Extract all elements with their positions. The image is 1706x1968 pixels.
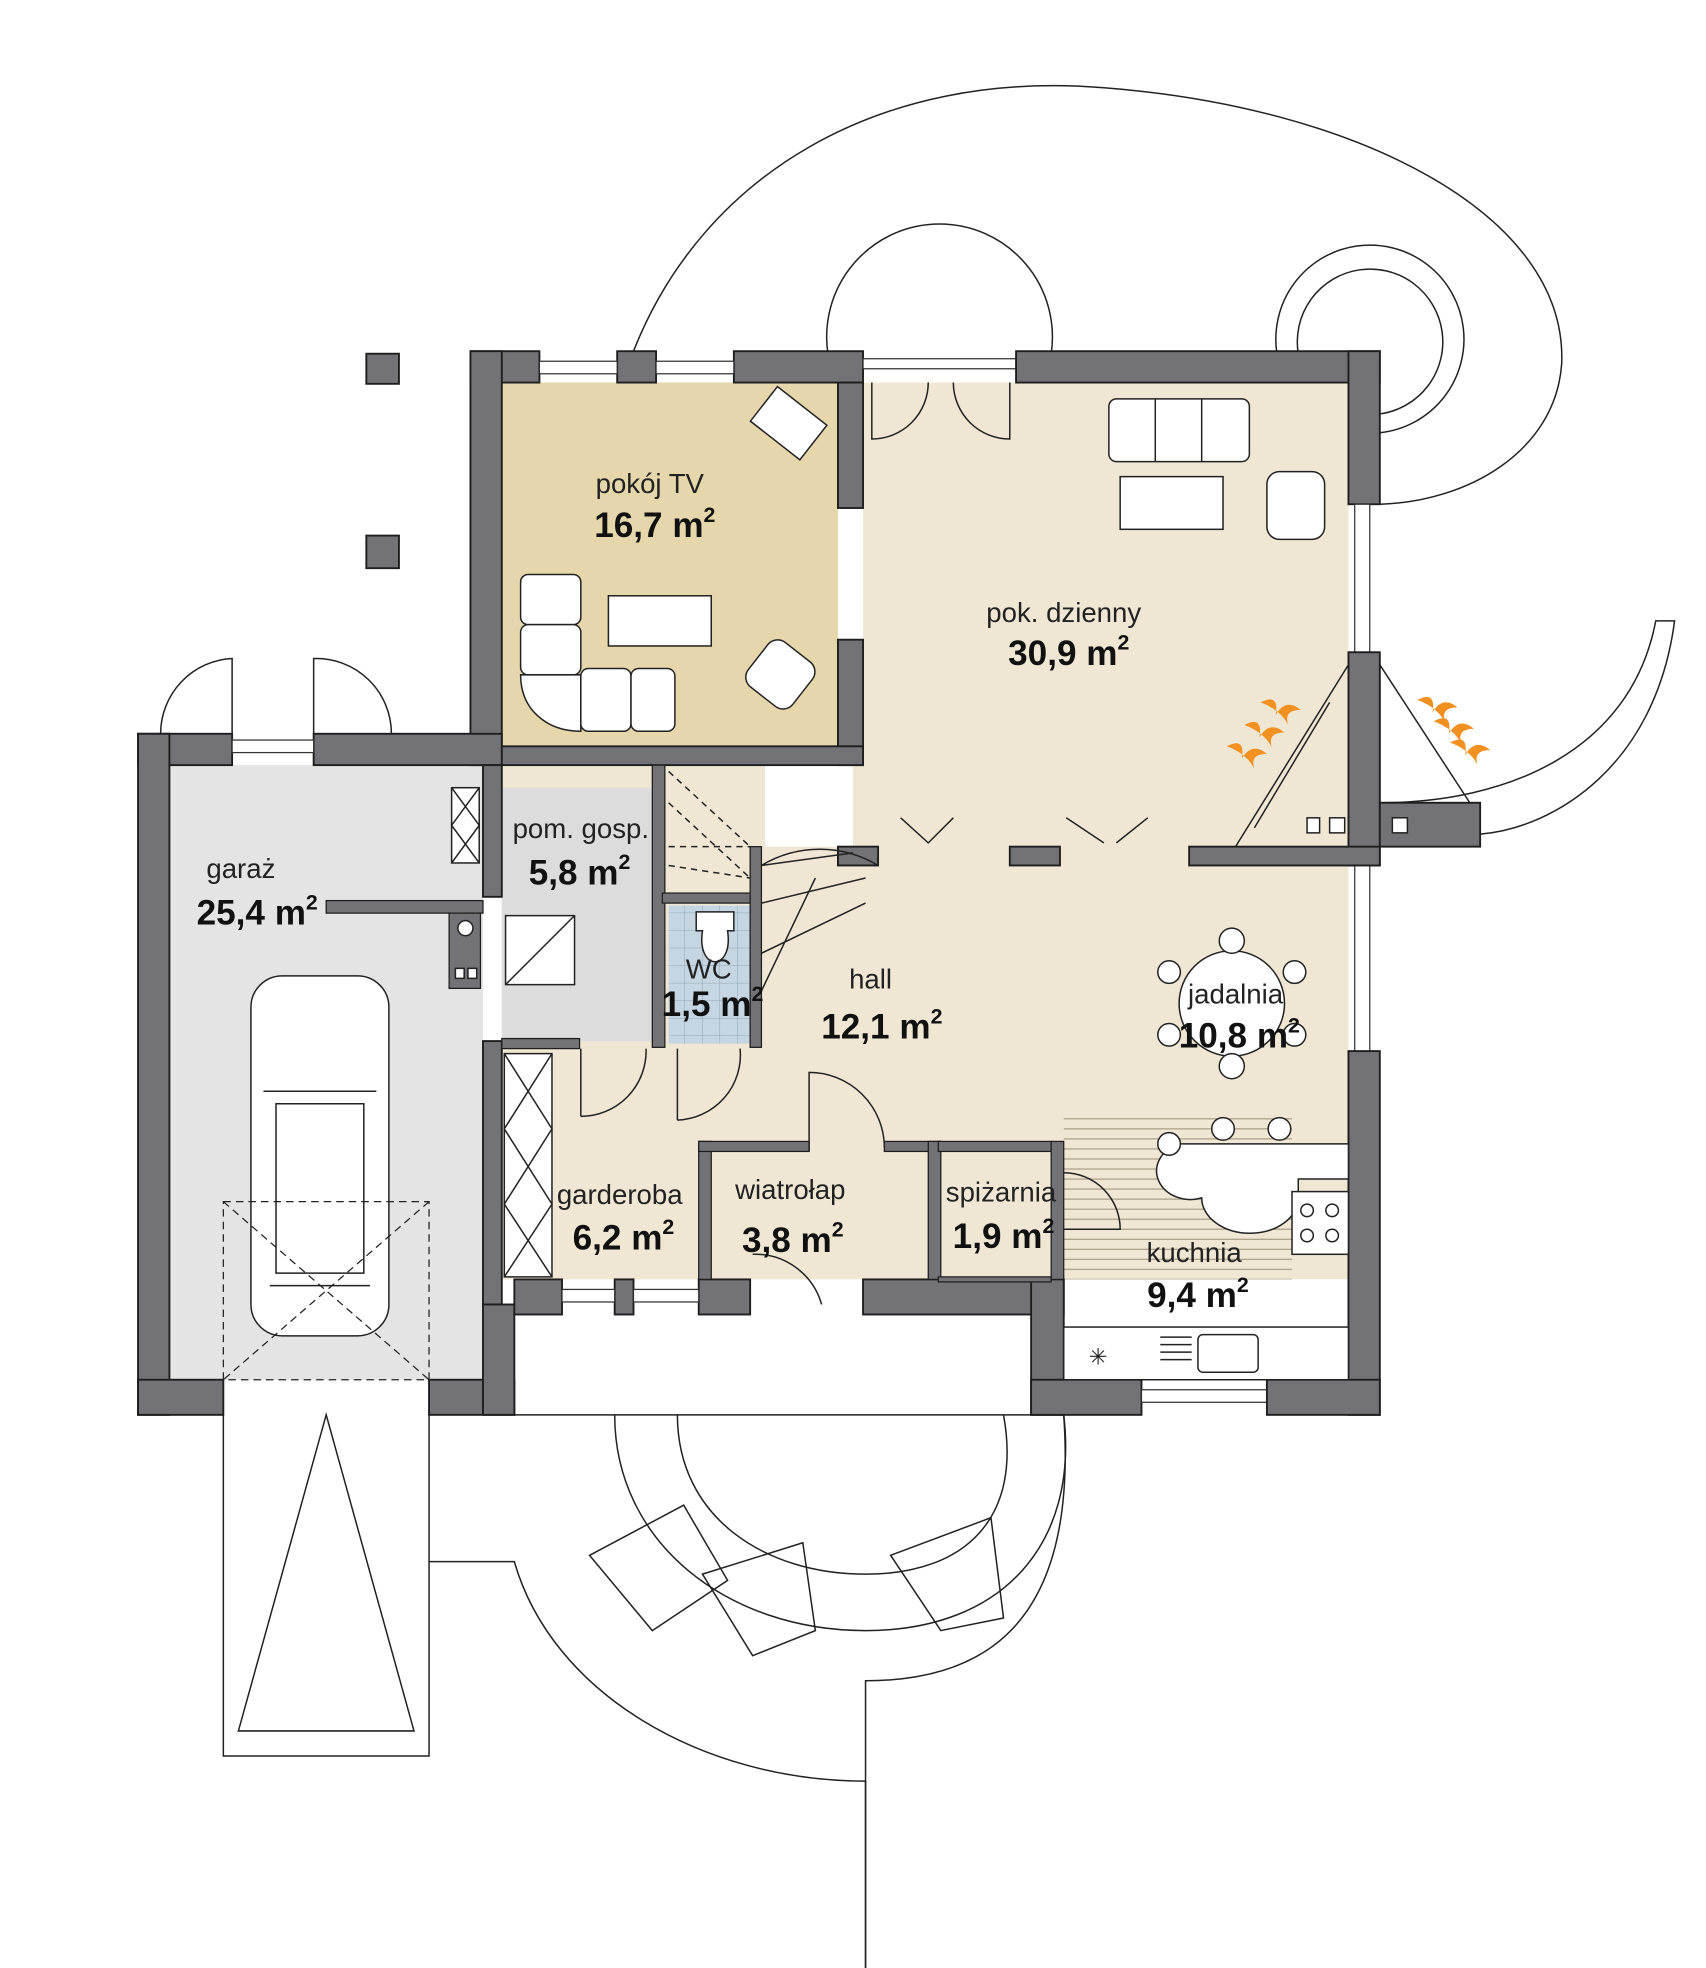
toilet-icon: [695, 911, 735, 963]
room-area-living: 30,9 m2: [1008, 631, 1129, 673]
room-name-utility: pom. gosp.: [513, 813, 649, 844]
entrance-door: [808, 1071, 886, 1152]
terrace-door: [871, 382, 1011, 440]
sofa-icon: [1108, 398, 1251, 463]
armchair-icon: [745, 639, 816, 710]
room-area-dining: 10,8 m2: [1179, 1013, 1300, 1055]
sink-icon: [1197, 1333, 1259, 1373]
room-area-tv: 16,7 m2: [594, 503, 715, 545]
room-area-garage: 25,4 m2: [197, 890, 318, 932]
room-name-wc: WC: [686, 953, 732, 984]
room-area-kitchen: 9,4 m2: [1147, 1273, 1249, 1315]
flame-icon: [1244, 721, 1285, 748]
coffee-table-icon: [1119, 475, 1224, 531]
wardrobe-door: [580, 1048, 647, 1118]
room-name-kitchen: kuchnia: [1147, 1237, 1243, 1268]
room-name-vestibule: wiatrołap: [734, 1174, 845, 1205]
room-name-living: pok. dzienny: [986, 597, 1141, 628]
sofa-icon: [519, 573, 582, 626]
site-outline: [159, 84, 1676, 1968]
room-area-utility: 5,8 m2: [529, 850, 631, 892]
room-name-wardrobe: garderoba: [557, 1179, 683, 1210]
tv-stand-icon: [749, 385, 828, 461]
flame-icon: [1417, 696, 1458, 723]
room-labels: pokój TV 16,7 m2 pok. dzienny 30,9 m2 ga…: [197, 468, 1300, 1315]
flame-icon: [1226, 743, 1267, 769]
utility-room-floor: [501, 787, 653, 1042]
room-name-dining: jadalnia: [1187, 978, 1284, 1009]
pantry-door: [1063, 1172, 1121, 1230]
fridge-icon: ✳: [1089, 1345, 1108, 1371]
room-area-wardrobe: 6,2 m2: [573, 1215, 675, 1257]
room-area-pantry: 1,9 m2: [953, 1214, 1055, 1256]
room-area-hall: 12,1 m2: [821, 1005, 942, 1047]
room-name-tv: pokój TV: [596, 468, 705, 499]
room-name-garage: garaż: [206, 853, 275, 884]
room-area-vestibule: 3,8 m2: [742, 1218, 844, 1260]
walls: [137, 350, 1482, 1416]
stove-icon: [1291, 1190, 1350, 1256]
wc-door: [676, 1048, 742, 1121]
coffee-table-icon: [607, 595, 713, 647]
fireplace-flames: [1226, 696, 1491, 769]
furniture: ✳: [222, 382, 1409, 1381]
room-name-pantry: spiżarnia: [946, 1177, 1057, 1208]
flame-icon: [1433, 718, 1474, 744]
flame-icon: [1450, 739, 1491, 766]
flame-icon: [1260, 699, 1301, 725]
car-icon: [250, 975, 390, 1337]
room-area-wc: 1,5 m2: [662, 982, 764, 1024]
room-name-hall: hall: [849, 963, 892, 994]
vestibule-door: [752, 1253, 823, 1305]
living-room-floor: [863, 382, 1349, 853]
armchair-icon: [1266, 470, 1326, 541]
